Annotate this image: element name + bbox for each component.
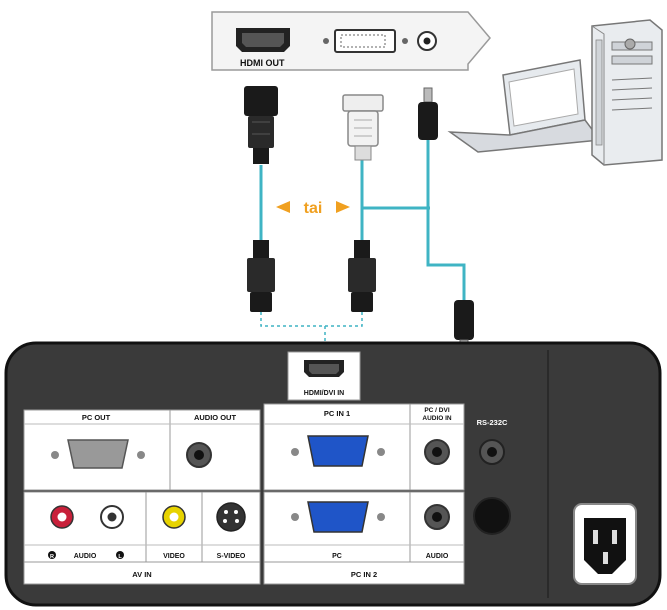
- audio-l-mark: L: [118, 554, 122, 560]
- hdmi-dvi-in-label: HDMI/DVI IN: [304, 390, 344, 397]
- hdmi-out-label: HDMI OUT: [240, 58, 285, 68]
- source-card: HDMI OUT: [211, 11, 491, 71]
- audio-plug-top: [418, 87, 438, 140]
- tai-label: tai: [304, 200, 323, 217]
- pc-dvi-audio-in-label-line1: PC / DVI: [424, 407, 449, 414]
- audio-out-jack: [417, 31, 437, 51]
- hdmi-out-port: [236, 28, 290, 52]
- pc-out-section: PC OUT AUDIO OUT: [23, 409, 261, 491]
- pc-label: PC: [332, 553, 342, 560]
- laptop-icon: [447, 59, 602, 153]
- rs232c-section: RS-232C: [473, 418, 511, 535]
- hdmi-plug-bottom-right: [348, 240, 376, 312]
- pc-out-label: PC OUT: [82, 413, 111, 422]
- tai-note: tai: [276, 200, 350, 217]
- rs232c-label: RS-232C: [477, 418, 508, 427]
- pc-dvi-audio-in-label-line2: AUDIO IN: [422, 415, 452, 422]
- pc-in-2-label: PC IN 2: [351, 570, 377, 579]
- audio-out-label: AUDIO OUT: [194, 413, 237, 422]
- vga-plug-top: [342, 94, 384, 161]
- pc-in-1-section: PC IN 1 PC / DVI AUDIO IN: [263, 403, 465, 491]
- audio-label: AUDIO: [74, 553, 97, 560]
- dvi-port: [323, 29, 408, 53]
- power-inlet: [573, 503, 637, 585]
- dashed-link: [260, 312, 363, 352]
- pc-in-1-label: PC IN 1: [324, 409, 350, 418]
- audio-r-mark: R: [50, 554, 54, 560]
- av-in-section: R AUDIO L VIDEO S-VIDEO AV IN: [23, 491, 261, 585]
- hdmi-plug-top: [244, 86, 278, 164]
- pc-in-2-section: PC AUDIO PC IN 2: [263, 491, 465, 585]
- video-label: VIDEO: [163, 553, 185, 560]
- desktop-tower-icon: [591, 19, 663, 166]
- hdmi-dvi-in-section: HDMI/DVI IN: [287, 351, 361, 401]
- s-video-label: S-VIDEO: [217, 553, 246, 560]
- av-in-label: AV IN: [132, 570, 151, 579]
- hdmi-plug-bottom-left: [247, 240, 275, 312]
- audio2-label: AUDIO: [426, 553, 449, 560]
